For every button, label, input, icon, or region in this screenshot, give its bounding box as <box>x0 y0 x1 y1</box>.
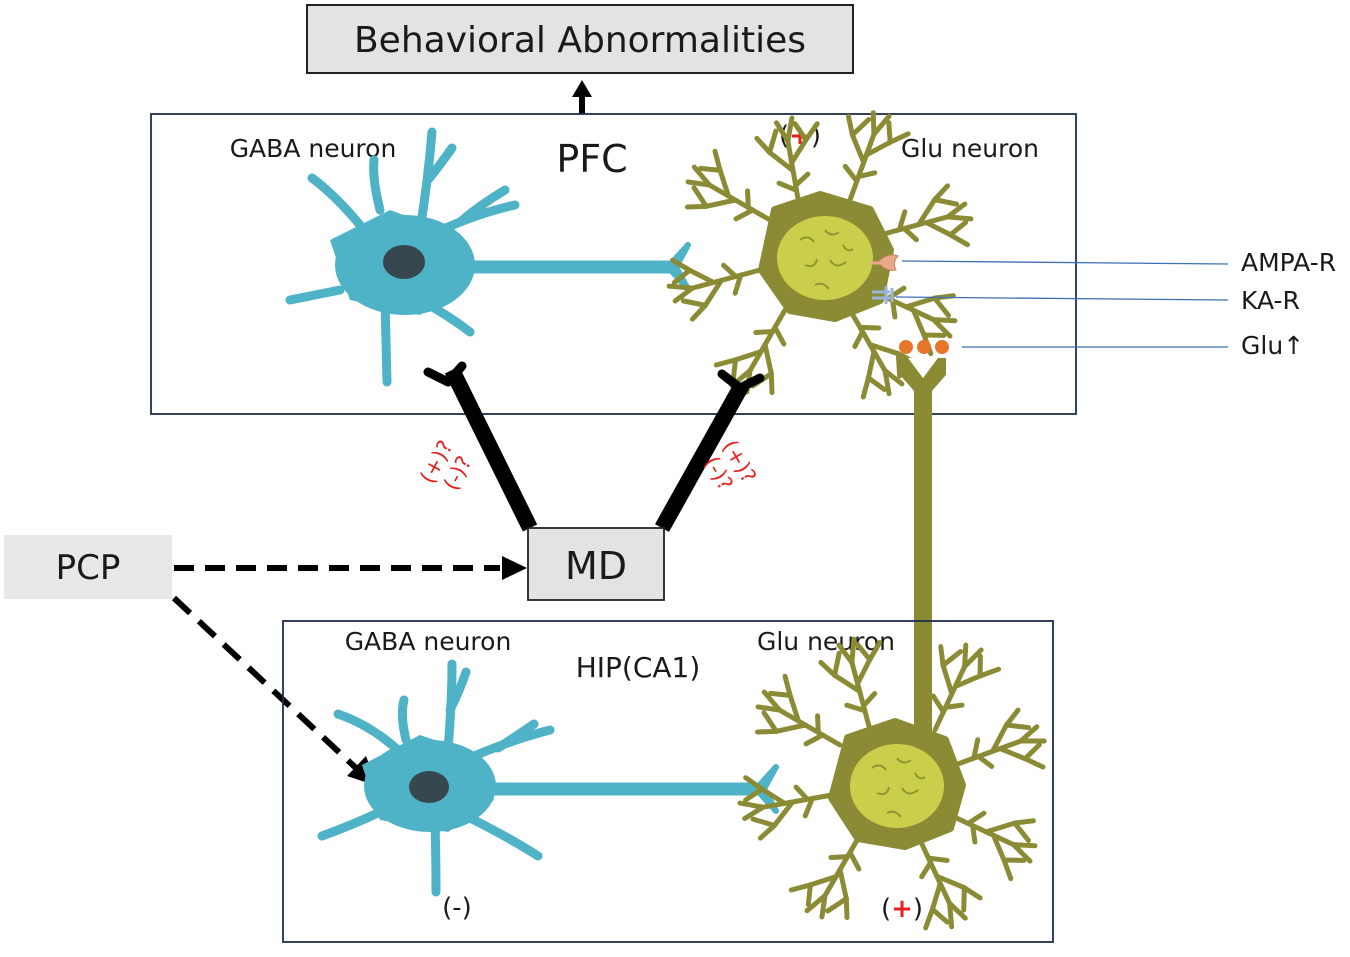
hip-to-pfc-glu-projection <box>900 358 946 740</box>
title-text: Behavioral Abnormalities <box>354 20 806 61</box>
pcp-box <box>4 535 172 599</box>
hip-gaba-label: GABA neuron <box>345 627 512 656</box>
md-left-annotation: (+)? (-)? <box>415 436 476 494</box>
md-label: MD <box>565 544 627 588</box>
hip-gaba-neuron <box>317 659 779 897</box>
pfc-label: PFC <box>556 137 627 181</box>
hip-glu-neuron <box>736 633 1053 937</box>
md-to-pfc-gaba-connection <box>423 361 538 532</box>
pfc-to-title-arrow <box>572 80 592 114</box>
pfc-gaba-label: GABA neuron <box>230 134 397 163</box>
md-to-pfc-glu-connection <box>655 369 765 532</box>
md-box <box>527 527 665 601</box>
hip-region <box>282 620 1054 943</box>
ampa-receptor-icon <box>870 254 899 271</box>
pcp-label: PCP <box>56 548 121 588</box>
ka-label: KA-R <box>1241 286 1300 315</box>
hip-gaba-sign: (-) <box>442 893 472 923</box>
pfc-gaba-nucleus <box>383 245 425 279</box>
ampa-label: AMPA-R <box>1241 248 1336 277</box>
hip-label: HIP(CA1) <box>576 651 701 684</box>
hip-glu-sign: (+) <box>881 894 923 924</box>
pfc-gaba-neuron <box>285 127 691 387</box>
glu-vesicles-icon <box>899 340 949 354</box>
pfc-glu-neuron <box>663 103 977 405</box>
hip-gaba-nucleus <box>409 771 449 803</box>
pcp-to-md-arrow <box>174 556 527 580</box>
receptor-leader-lines <box>895 260 1229 348</box>
glu-label: Glu↑ <box>1241 331 1304 360</box>
pfc-glu-label: Glu neuron <box>901 134 1039 163</box>
pfc-region <box>150 113 1077 415</box>
title-box <box>306 4 854 74</box>
ka-receptor-icon <box>872 286 894 304</box>
